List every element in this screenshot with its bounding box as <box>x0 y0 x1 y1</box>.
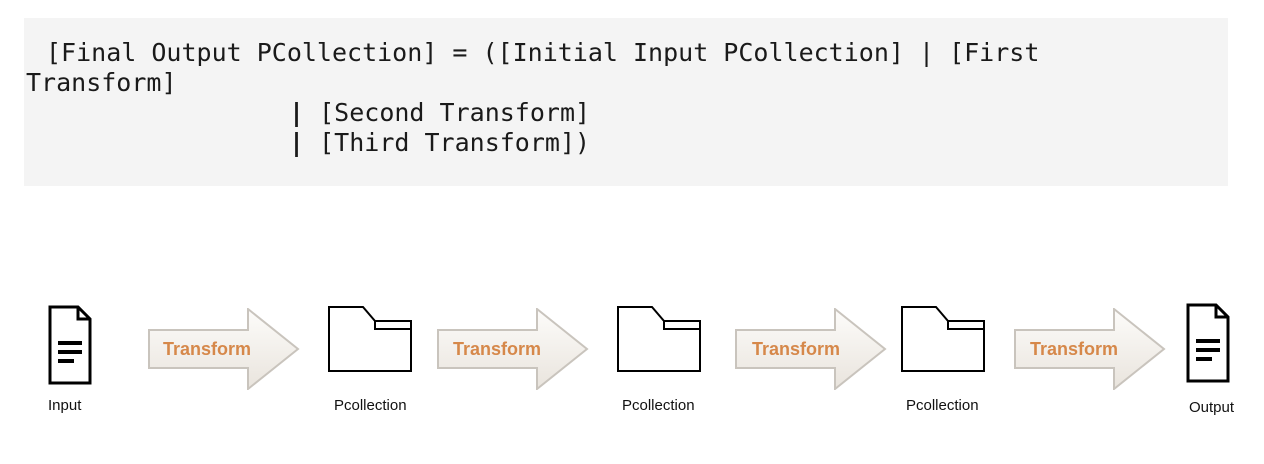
transform-label: Transform <box>163 339 252 359</box>
transform-arrow-icon <box>735 308 887 390</box>
code-line-1: [Final Output PCollection] = ([Initial I… <box>46 38 1040 67</box>
input-document-icon <box>48 305 92 385</box>
input-label: Input <box>48 397 82 414</box>
code-third-transform: [Third Transform]) <box>319 128 591 157</box>
code-snippet: [Final Output PCollection] = ([Initial I… <box>24 18 1228 186</box>
pipe-operator: | <box>289 128 305 157</box>
output-document-icon <box>1186 303 1230 383</box>
pcollection-label: Pcollection <box>622 397 695 414</box>
transform-label: Transform <box>1030 339 1119 359</box>
code-line-2: Transform] <box>26 68 177 97</box>
pcollection-label: Pcollection <box>906 397 979 414</box>
transform-label: Transform <box>453 339 542 359</box>
pcollection-label: Pcollection <box>334 397 407 414</box>
pcollection-folder-icon <box>328 306 412 372</box>
transform-arrow-icon <box>1014 308 1166 390</box>
transform-arrow-icon <box>437 308 589 390</box>
transform-arrow-icon <box>148 308 300 390</box>
code-line-3: | [Second Transform] <box>46 98 1206 128</box>
code-second-transform: [Second Transform] <box>319 98 591 127</box>
transform-label: Transform <box>752 339 841 359</box>
code-line-4: | [Third Transform]) <box>46 128 1206 158</box>
pcollection-folder-icon <box>901 306 985 372</box>
output-label: Output <box>1189 399 1235 416</box>
pcollection-folder-icon <box>617 306 701 372</box>
pipe-operator: | <box>289 98 305 127</box>
